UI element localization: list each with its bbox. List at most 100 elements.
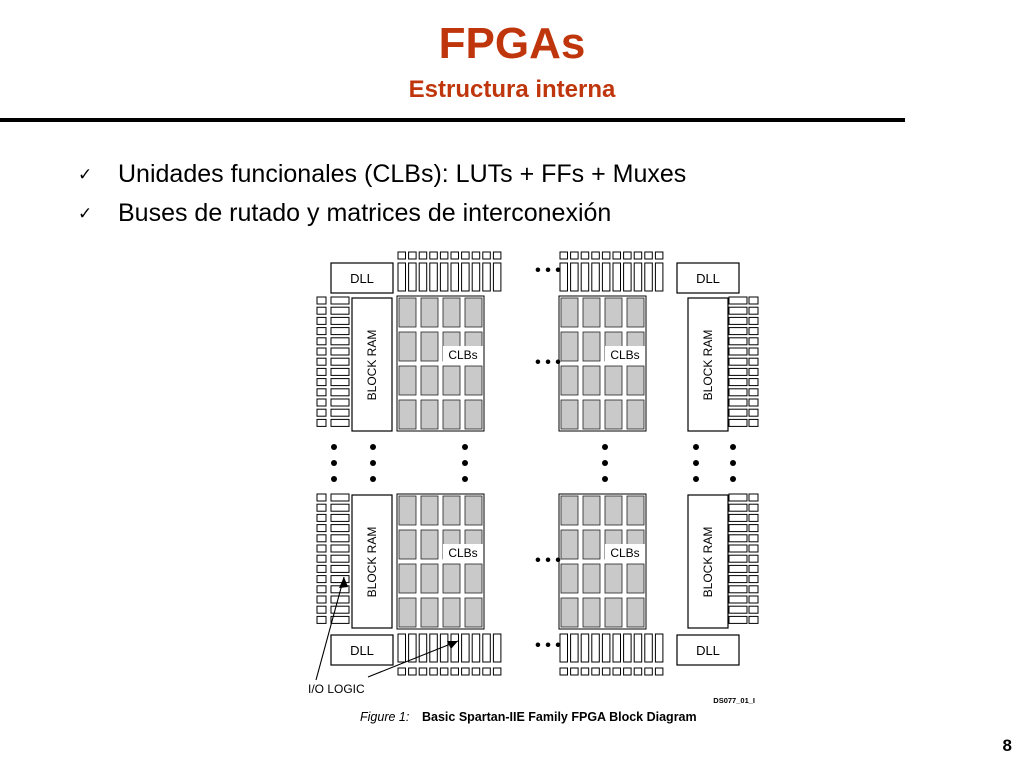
page-number: 8 [1002,736,1012,755]
io-block [330,296,350,305]
io-block [429,262,438,292]
io-block [316,575,327,584]
io-block [408,667,417,676]
io-block [728,327,748,336]
clb-cell [442,399,461,430]
ellipsis-vertical-dot [730,460,736,466]
io-block [316,398,327,407]
clb-cell [398,597,417,628]
io-block [408,251,417,260]
io-block [330,595,350,604]
io-block [748,564,759,573]
io-block [748,605,759,614]
io-block [418,262,428,292]
clb-cell [560,297,579,328]
block-ram-label: BLOCK RAM [701,330,715,401]
clb-cell [442,563,461,594]
block-ram [687,297,729,432]
io-block [580,262,590,292]
io-block [330,615,350,624]
io-block [492,262,502,292]
ellipsis-vertical-dot [370,460,376,466]
ellipsis-vertical-dot [370,444,376,450]
clb-label-bg [443,346,483,364]
io-block [728,357,748,366]
block-ram-label: BLOCK RAM [365,527,379,598]
io-block [612,633,621,663]
io-block [728,524,748,533]
io-block [728,595,748,604]
checkmark-icon: ✓ [78,204,93,224]
clb-cell [398,297,417,328]
io-block [316,347,327,356]
io-block [728,398,748,407]
io-block [439,251,449,260]
io-block [748,337,759,346]
io-block [644,667,653,676]
clb-cell [604,597,623,628]
clb-cell [582,495,601,526]
io-block [397,667,406,676]
io-block [330,327,350,336]
io-block [316,418,327,427]
io-block [728,605,748,614]
io-block [591,262,600,292]
io-block [748,347,759,356]
io-block [450,667,459,676]
io-block [748,327,759,336]
clbs-label: CLBs [448,546,477,560]
io-block [492,633,502,663]
io-logic-arrow [367,640,459,678]
io-block [728,554,748,563]
io-block [482,251,491,260]
io-block [633,251,643,260]
io-block [601,633,611,663]
io-block [316,408,327,417]
ellipsis-vertical-dot [602,444,608,450]
io-block [623,251,632,260]
io-block [559,633,568,663]
io-block [633,667,643,676]
clb-cell [626,563,645,594]
io-block [316,605,327,614]
block-ram [351,494,393,629]
io-block [316,316,327,325]
figure-caption: Basic Spartan-IIE Family FPGA Block Diag… [422,710,697,724]
io-block [580,251,590,260]
io-block [450,262,459,292]
io-block [748,554,759,563]
io-block [654,633,664,663]
dll-block [330,262,394,294]
clb-cell [560,399,579,430]
clb-cell [442,297,461,328]
io-block [601,667,611,676]
io-block [471,667,481,676]
io-block [471,251,481,260]
ellipsis-horizontal: • • • [535,637,561,654]
io-block [748,534,759,543]
io-block [728,503,748,512]
io-block [654,262,664,292]
io-block [461,633,470,663]
io-block [601,262,611,292]
io-block [492,251,502,260]
io-block [728,306,748,315]
clb-cell [420,365,439,396]
io-block [397,251,406,260]
clb-cell [442,495,461,526]
io-block [728,544,748,553]
clb-cell [626,399,645,430]
io-block [748,513,759,522]
io-block [418,667,428,676]
clb-label-bg [443,544,483,562]
io-block [429,667,438,676]
clb-cell [420,563,439,594]
io-block [748,575,759,584]
io-block [429,633,438,663]
clb-cell [398,495,417,526]
io-block [330,398,350,407]
io-block [316,357,327,366]
clb-cell [442,597,461,628]
io-block [330,534,350,543]
